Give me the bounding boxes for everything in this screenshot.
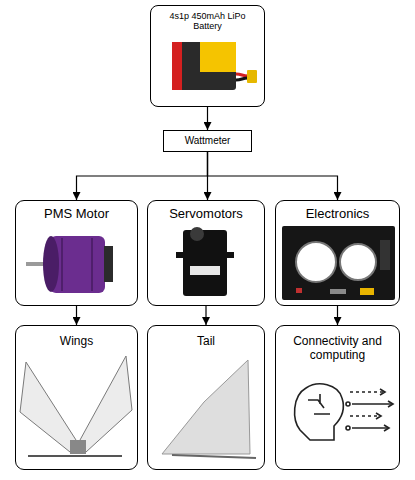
pcb-hole [296, 242, 336, 282]
battery-wire [236, 74, 248, 76]
battery-label [200, 42, 236, 72]
tail-fin [162, 360, 250, 454]
pcb-hole [340, 244, 376, 280]
battery-box: 4s1p 450mAh LiPo Battery [150, 5, 265, 107]
brain-circuit [308, 394, 330, 414]
servo-gear [190, 227, 204, 241]
motor-shaft [26, 262, 52, 266]
servo-sticker [190, 266, 220, 275]
pcb-chip [380, 240, 390, 270]
node-label: 4s1p 450mAh LiPo Battery [158, 11, 258, 32]
subsystem-box: Tail [147, 325, 265, 470]
pcb-part [330, 289, 346, 294]
wing [80, 356, 132, 452]
servo-body [183, 230, 227, 296]
node-label: Electronics [280, 207, 395, 222]
motor-can [50, 236, 105, 293]
servo-ears [176, 252, 234, 258]
connector-arrow [208, 152, 338, 200]
fuselage [28, 455, 122, 457]
pcb-frame [282, 226, 395, 300]
motor-band [91, 238, 93, 291]
connector-arrow [205, 306, 206, 325]
servo-picture [176, 227, 234, 296]
node-label: Wings [19, 335, 134, 349]
connector-arrow [207, 107, 208, 130]
connector-arrow [207, 152, 208, 200]
arrow-head [376, 389, 393, 431]
battery-wire [236, 78, 248, 80]
component-box: Electronics [275, 200, 400, 306]
pcb-connector [360, 288, 374, 295]
data-dot [346, 426, 350, 430]
motor-band [61, 238, 63, 291]
tail-picture [162, 360, 256, 458]
connector-arrow [77, 152, 208, 200]
pcb-part [296, 288, 302, 293]
battery-connector [247, 70, 257, 83]
battery-picture [172, 42, 257, 90]
motor-picture [26, 236, 113, 293]
motor-face [43, 236, 59, 292]
component-box: Servomotors [147, 200, 265, 306]
motor-mount [104, 246, 113, 282]
node-label: Servomotors [149, 207, 264, 222]
connector-arrow [76, 306, 77, 325]
data-arrow [352, 403, 392, 405]
node-label: Wattmeter [165, 135, 250, 147]
electronics-picture [282, 226, 395, 300]
node-label: Tail [151, 335, 261, 349]
computing-icon [295, 384, 393, 440]
head-outline [295, 384, 344, 440]
wing [20, 362, 76, 452]
wattmeter-box: Wattmeter [163, 130, 252, 152]
node-label: Connectivity and computing [283, 335, 393, 363]
wing-mechanism [70, 440, 86, 454]
data-arrow [350, 415, 380, 417]
data-arrow [352, 427, 388, 429]
wings-picture [20, 356, 132, 456]
component-box: PMS Motor [15, 200, 138, 306]
battery-body [172, 42, 236, 90]
node-label: PMS Motor [19, 207, 134, 222]
tail-boom [172, 455, 256, 458]
connector-arrow [337, 306, 338, 325]
subsystem-box: Connectivity and computing [275, 325, 400, 470]
data-arrow [350, 391, 384, 393]
battery-strip [172, 42, 182, 90]
data-dot [346, 402, 350, 406]
subsystem-box: Wings [15, 325, 138, 470]
